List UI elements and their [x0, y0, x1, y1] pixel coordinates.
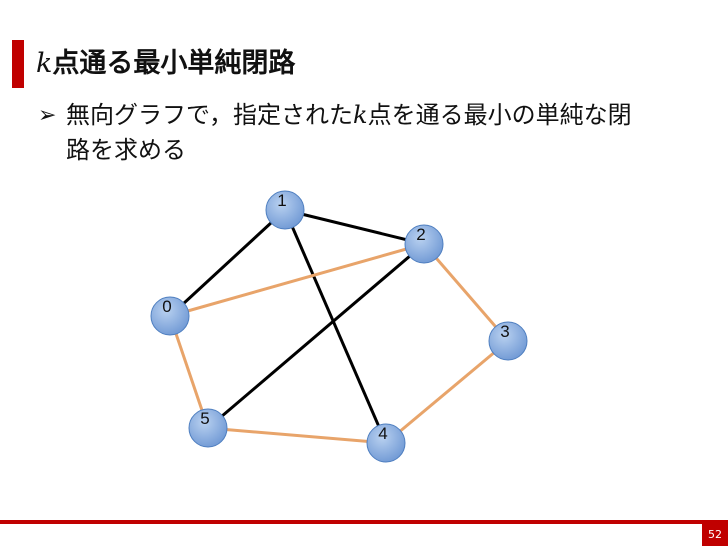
edge-0-2 [169, 242, 425, 318]
bullet-text: 無向グラフで，指定されたk点を通る最小の単純な閉路を求める [38, 98, 698, 168]
nodes-layer: 0 1 2 3 4 5 [150, 190, 528, 463]
node-label-1: 1 [277, 191, 286, 210]
node-circle-1 [265, 190, 305, 230]
bullet-point: ➢ 無向グラフで，指定されたk点を通る最小の単純な閉路を求める [38, 98, 698, 168]
slide-title: k点通る最小単純閉路 [36, 41, 295, 80]
title-text: 点通る最小単純閉路 [52, 48, 296, 79]
bullet-text-part2: 点を通る最小の単純な閉 [367, 101, 632, 129]
edge-2-5 [207, 242, 425, 430]
node-5: 5 [188, 408, 228, 448]
node-circle-0 [150, 296, 190, 336]
page-number: 52 [702, 524, 728, 546]
node-4: 4 [366, 423, 406, 463]
title-variable: k [36, 48, 53, 79]
node-circle-3 [488, 321, 528, 361]
node-3: 3 [488, 321, 528, 361]
arrow-bullet-icon: ➢ [38, 103, 57, 128]
node-0: 0 [150, 296, 190, 336]
edge-1-2 [284, 208, 425, 246]
edge-4-5 [207, 426, 387, 445]
bullet-text-line2: 路を求める [66, 136, 186, 164]
node-label-3: 3 [500, 322, 509, 341]
node-circle-5 [188, 408, 228, 448]
footer-line [0, 520, 728, 524]
edge-0-1 [168, 208, 287, 318]
title-accent-bar [12, 40, 24, 88]
node-circle-4 [366, 423, 406, 463]
node-label-0: 0 [162, 297, 171, 316]
edge-2-3 [422, 243, 510, 342]
node-circle-2 [404, 224, 444, 264]
bullet-text-part1: 無向グラフで，指定された [66, 101, 354, 129]
node-label-4: 4 [378, 424, 387, 443]
edge-3-4 [385, 339, 509, 445]
edge-5-0 [168, 315, 210, 429]
node-2: 2 [404, 224, 444, 264]
node-label-2: 2 [416, 225, 425, 244]
bullet-variable: k [353, 101, 368, 129]
edge-1-4 [283, 209, 388, 444]
node-label-5: 5 [200, 409, 209, 428]
edges-layer [168, 208, 510, 445]
node-1: 1 [265, 190, 305, 230]
